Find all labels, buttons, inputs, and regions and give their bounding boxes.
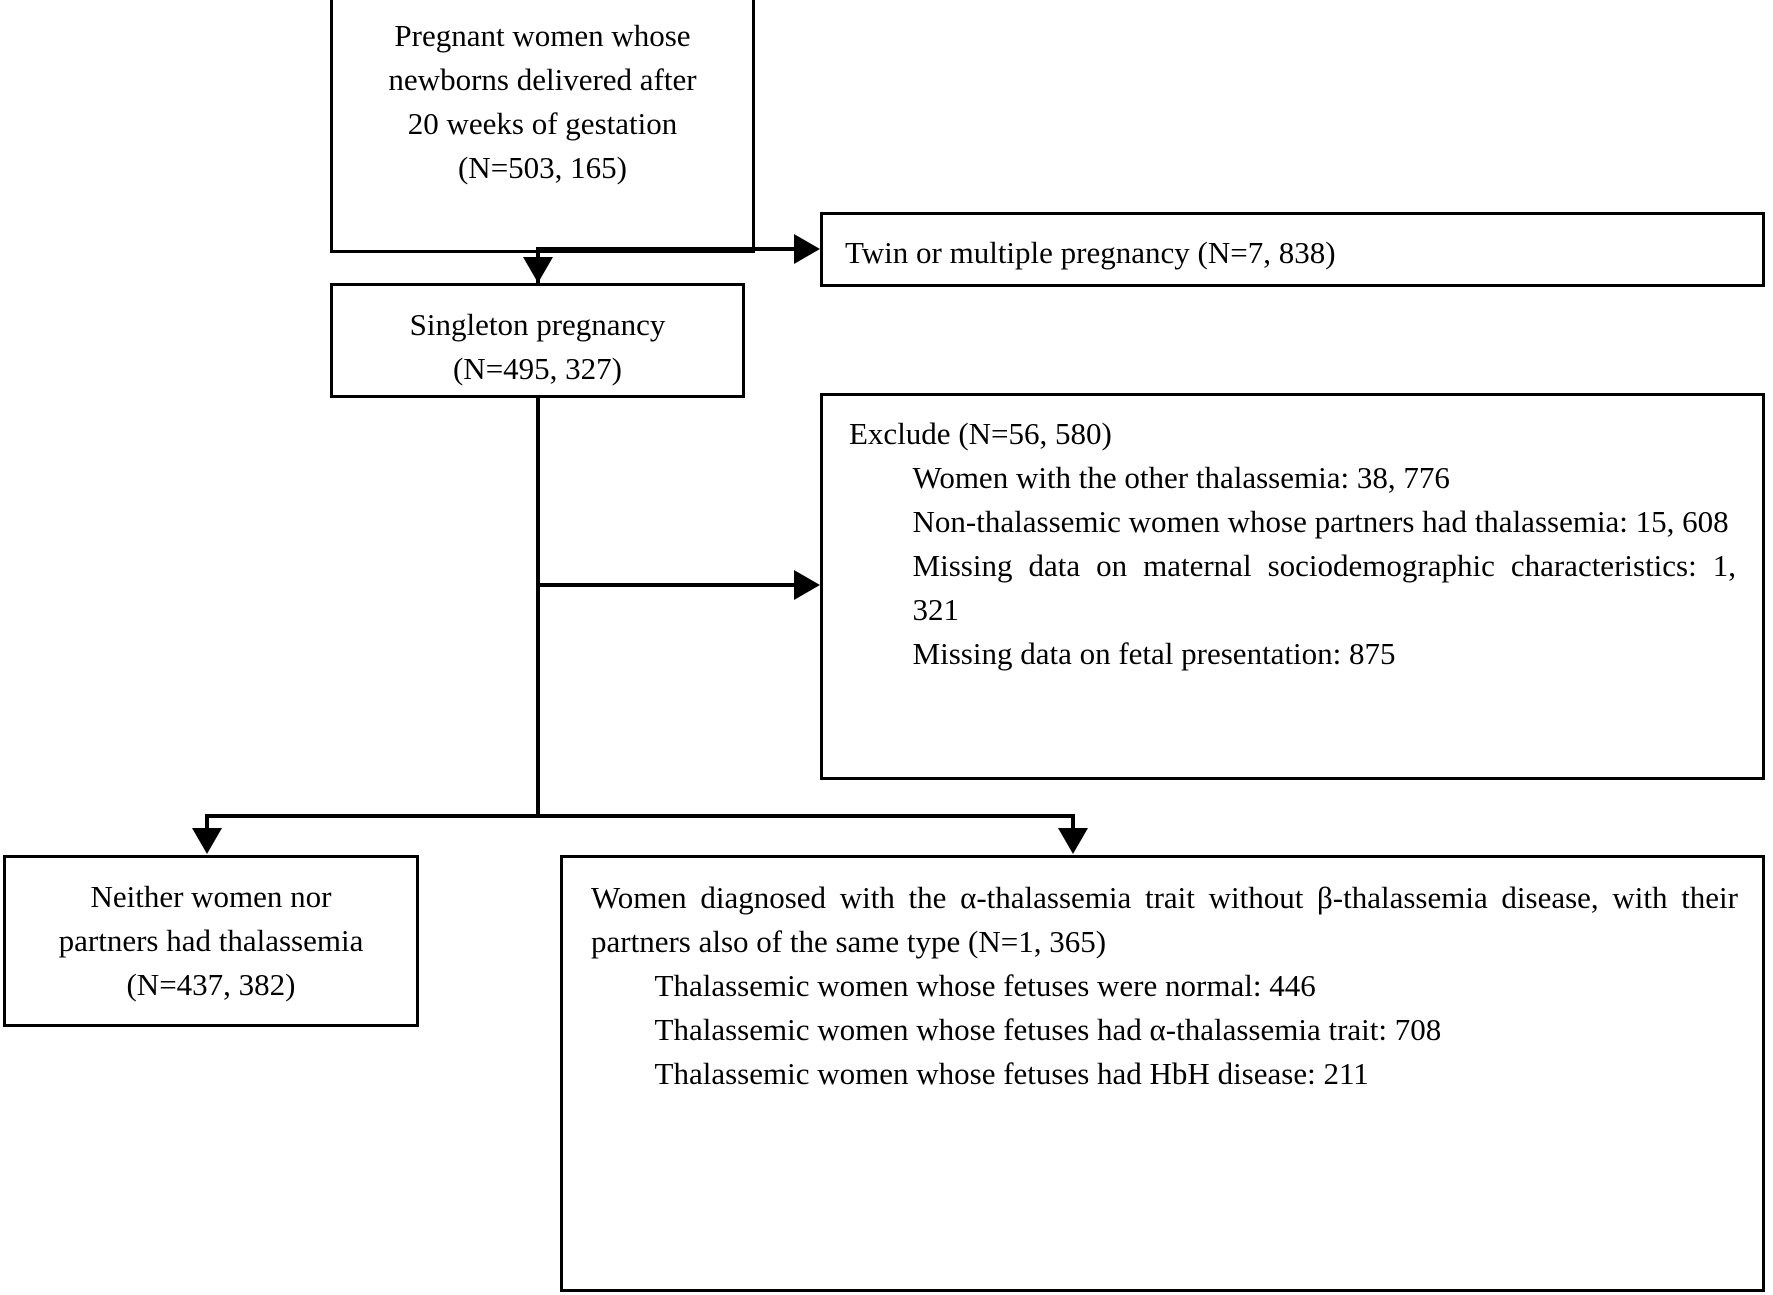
edge-source-to-twin [536,247,800,251]
alpha-item-2: Thalassemic women whose fetuses had α-th… [654,1012,1442,1048]
exclude-item-4: Missing data on fetal presentation: 875 [912,636,1396,672]
exclude-item-2: Non-thalassemic women whose partners had… [912,504,1729,540]
alpha-item-1: Thalassemic women whose fetuses were nor… [654,968,1316,1004]
singleton-box: Singleton pregnancy (N=495, 327) [330,283,745,398]
source-line-2: newborns delivered after [388,62,697,98]
neither-count: (N=437, 382) [126,967,296,1003]
exclude-box: Exclude (N=56, 580) Women with the other… [820,393,1765,780]
arrowhead-to-exclude [794,570,820,600]
alpha-thalassemia-box: Women diagnosed with the α-thalassemia t… [560,855,1765,1292]
source-count: (N=503, 165) [457,150,628,186]
arrowhead-to-singleton [523,257,553,283]
source-population-box: Pregnant women whose newborns delivered … [330,0,755,253]
neither-line-1: Neither women nor [90,879,332,914]
alpha-item-3: Thalassemic women whose fetuses had HbH … [654,1056,1369,1092]
singleton-count: (N=495, 327) [452,351,623,387]
arrowhead-to-alpha [1058,828,1088,854]
edge-down-to-neither [205,814,209,840]
edge-singleton-trunk [536,398,540,816]
exclude-item-1: Women with the other thalassemia: 38, 77… [912,460,1450,496]
arrowhead-to-twin [794,234,820,264]
twin-text: Twin or multiple pregnancy (N=7, 838) [845,235,1336,270]
exclude-heading: Exclude (N=56, 580) [849,416,1112,451]
neither-line-2: partners had thalassemia [58,923,364,959]
edge-singleton-to-exclude [536,583,800,587]
edge-down-to-alpha [1071,814,1075,840]
arrowhead-to-neither [192,828,222,854]
singleton-label: Singleton pregnancy [409,307,666,342]
exclude-item-3: Missing data on maternal sociodemographi… [912,548,1744,628]
twin-exclusion-box: Twin or multiple pregnancy (N=7, 838) [820,212,1765,287]
edge-terminal-split-bar [205,814,1075,818]
neither-thalassemia-box: Neither women nor partners had thalassem… [3,855,419,1027]
alpha-heading: Women diagnosed with the α-thalassemia t… [591,880,1746,960]
source-line-1: Pregnant women whose [394,18,691,53]
source-line-3: 20 weeks of gestation [407,106,678,142]
